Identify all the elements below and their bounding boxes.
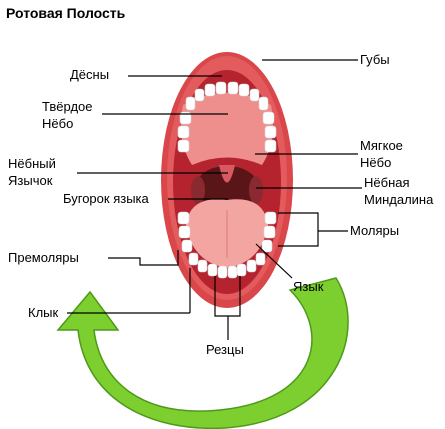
label-desny: Дёсны <box>70 67 109 83</box>
label-nebny-line1: Нёбный <box>8 155 56 172</box>
label-nebny-line2: Язычок <box>8 172 56 189</box>
label-molyary: Моляры <box>350 223 399 239</box>
label-nebny: Нёбный Язычок <box>8 155 56 189</box>
label-premolyary: Премоляры <box>8 250 79 266</box>
label-guby: Губы <box>360 52 390 68</box>
tonsil-left <box>191 176 205 204</box>
label-nebnaya: Нёбная Миндалина <box>364 174 433 208</box>
label-tverdoe-line2: Нёбо <box>42 115 92 132</box>
label-yazyk: Язык <box>293 279 323 295</box>
label-tverdoe: Твёрдое Нёбо <box>42 98 92 132</box>
label-bugorok: Бугорок языка <box>63 191 149 207</box>
tonsil-right <box>249 176 263 204</box>
label-klyk: Клык <box>28 305 58 321</box>
label-myagkoe-line1: Мягкое <box>360 137 403 154</box>
label-myagkoe: Мягкое Нёбо <box>360 137 403 171</box>
leader-premolyary <box>108 250 178 265</box>
label-nebnaya-line2: Миндалина <box>364 191 433 208</box>
label-tverdoe-line1: Твёрдое <box>42 98 92 115</box>
mouth-illustration <box>161 52 293 308</box>
label-nebnaya-line1: Нёбная <box>364 174 433 191</box>
page-title: Ротовая Полость <box>6 5 125 21</box>
curved-arrow-icon <box>58 278 348 428</box>
label-rezcy: Резцы <box>206 342 244 358</box>
label-myagkoe-line2: Нёбо <box>360 154 403 171</box>
